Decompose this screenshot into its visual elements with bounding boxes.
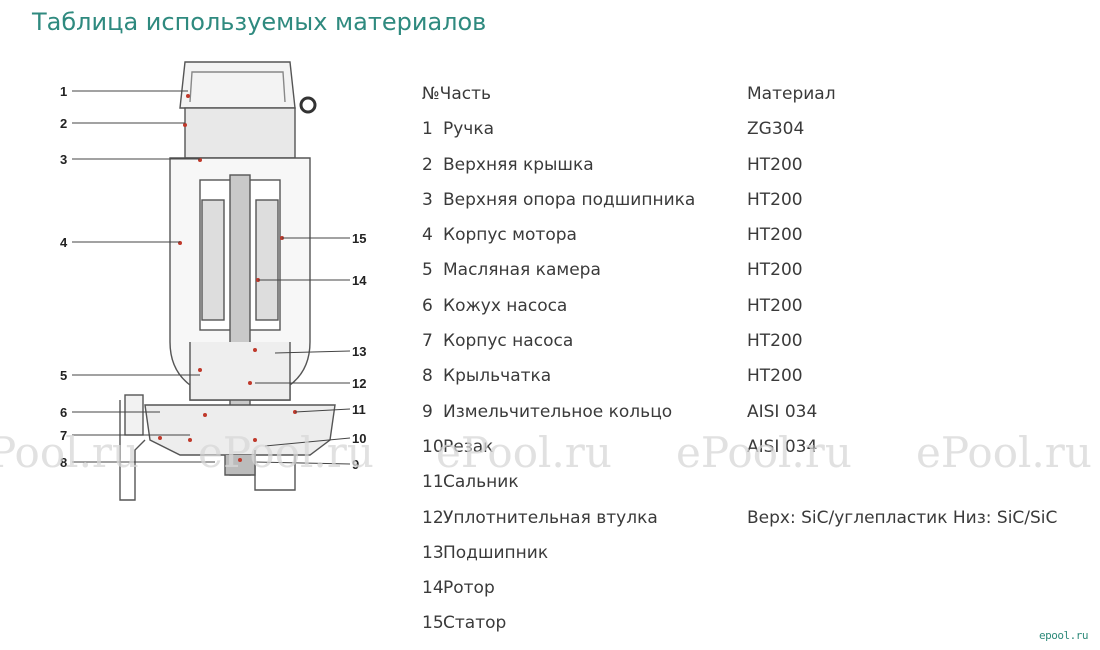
callout-12: 12 — [352, 376, 366, 391]
row-material: HT200 — [747, 366, 803, 387]
row-material: HT200 — [747, 154, 803, 175]
table-row: 2 Верхняя крышка HT200 — [422, 151, 1082, 186]
row-number: 8 — [422, 366, 433, 387]
table-row: 1 Ручка ZG304 — [422, 115, 1082, 150]
callout-13: 13 — [352, 344, 366, 359]
row-part: Крыльчатка — [443, 366, 552, 387]
callout-9: 9 — [352, 457, 359, 472]
row-part: Ротор — [443, 578, 495, 599]
row-part: Уплотнительная втулка — [443, 507, 658, 528]
row-part: Кожух насоса — [443, 295, 568, 316]
row-part: Масляная камера — [443, 260, 601, 281]
callout-3: 3 — [60, 152, 67, 167]
callout-7: 7 — [60, 428, 67, 443]
row-number: 11 — [422, 472, 444, 493]
row-material: HT200 — [747, 331, 803, 352]
header-material: Материал — [747, 84, 836, 104]
row-material: Верх: SiC/углепластик Низ: SiC/SiC — [747, 507, 1058, 528]
table-row: 9 Измельчительное кольцо AISI 034 — [422, 398, 1082, 433]
page-title: Таблица используемых материалов — [32, 8, 487, 36]
table-row: 4 Корпус мотора HT200 — [422, 221, 1082, 256]
row-number: 10 — [422, 436, 444, 457]
row-number: 14 — [422, 578, 444, 599]
callout-11: 11 — [352, 402, 366, 417]
row-part: Подшипник — [443, 542, 549, 563]
row-part: Ручка — [443, 119, 495, 140]
row-part: Верхняя крышка — [443, 154, 594, 175]
row-number: 15 — [422, 613, 444, 634]
row-material: HT200 — [747, 295, 803, 316]
callout-2: 2 — [60, 116, 67, 131]
row-material: HT200 — [747, 225, 803, 246]
callout-15: 15 — [352, 231, 366, 246]
row-part: Статор — [443, 613, 507, 634]
table-row: 6 Кожух насоса HT200 — [422, 292, 1082, 327]
row-material: ZG304 — [747, 119, 805, 140]
callout-5: 5 — [60, 368, 67, 383]
table-row: 7 Корпус насоса HT200 — [422, 327, 1082, 362]
row-number: 13 — [422, 542, 444, 563]
row-number: 9 — [422, 401, 433, 422]
site-logo: epool.ru — [1039, 629, 1088, 642]
row-number: 12 — [422, 507, 444, 528]
pump-diagram: 1 2 3 4 5 6 7 8 15 14 13 12 11 10 9 — [60, 61, 367, 501]
row-part: Корпус мотора — [443, 225, 577, 246]
row-part: Верхняя опора подшипника — [443, 189, 696, 210]
header-num-part: №Часть — [422, 84, 492, 104]
table-row: 3 Верхняя опора подшипника HT200 — [422, 186, 1082, 221]
row-part: Сальник — [443, 472, 519, 493]
callout-6: 6 — [60, 405, 67, 420]
table-header: №Часть Материал — [422, 80, 1082, 115]
row-material: HT200 — [747, 189, 803, 210]
callout-8: 8 — [60, 455, 67, 470]
table-row: 5 Масляная камера HT200 — [422, 256, 1082, 291]
row-number: 7 — [422, 331, 433, 352]
callout-1: 1 — [60, 84, 67, 99]
row-part: Корпус насоса — [443, 331, 574, 352]
row-number: 1 — [422, 119, 433, 140]
materials-table: №Часть Материал 1 Ручка ZG304 2 Верхняя крыш… — [422, 80, 1082, 645]
callout-10: 10 — [352, 431, 366, 446]
row-number: 4 — [422, 225, 433, 246]
row-material: HT200 — [747, 260, 803, 281]
row-number: 2 — [422, 154, 433, 175]
row-part: Измельчительное кольцо — [443, 401, 673, 422]
row-number: 6 — [422, 295, 433, 316]
row-material: AISI 034 — [747, 436, 818, 457]
row-material: AISI 034 — [747, 401, 818, 422]
callout-14: 14 — [352, 273, 367, 288]
callout-4: 4 — [60, 235, 68, 250]
row-part: Резак — [443, 436, 494, 457]
row-number: 5 — [422, 260, 433, 281]
row-number: 3 — [422, 189, 433, 210]
table-row: 8 Крыльчатка HT200 — [422, 362, 1082, 397]
